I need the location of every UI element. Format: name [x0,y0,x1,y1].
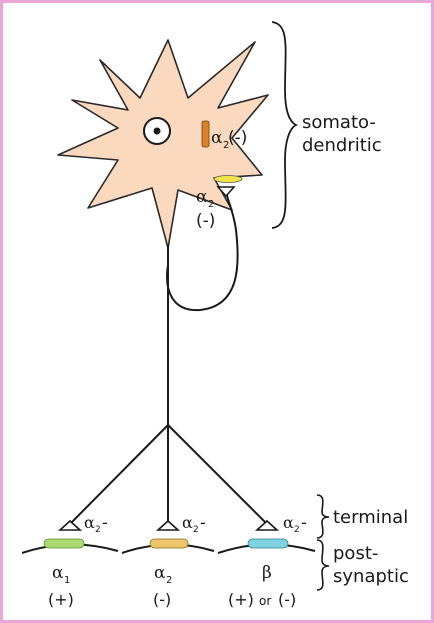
post-beta-sign-minus: (-) [278,590,296,609]
terminal-right [257,521,277,530]
terminal-right-alpha-sub: 2 [294,525,300,535]
somatodendritic-label-line2: dendritic [302,135,382,156]
terminal-label: terminal [333,507,408,528]
terminal-middle-alpha-sub: 2 [193,525,199,535]
terminal-left-alpha-sub: 2 [95,525,101,535]
postsynaptic-alpha1-receptor [44,539,84,548]
terminal-middle-alpha: α [182,513,193,532]
terminal-middle-minus: - [200,513,206,532]
post-alpha2-symbol: α [154,563,166,583]
post-alpha2-subscript: 2 [166,575,172,586]
postsynaptic-alpha2-receptor [150,539,188,548]
post-beta-sign-plus: (+) [228,590,254,609]
post-alpha1-sign: (+) [48,590,74,609]
terminal-left [60,521,80,530]
somatodendritic-alpha2-receptor [202,121,209,147]
nucleolus [154,128,161,135]
postsynaptic-label-line2: synaptic [333,566,409,587]
post-alpha1-subscript: 1 [64,575,70,586]
terminal-left-minus: - [102,513,108,532]
terminal-right-alpha: α [283,513,294,532]
post-beta-symbol: β [262,563,272,583]
terminal-brace [317,495,329,538]
autoreceptor-alpha-subscript: 2 [208,199,214,210]
terminal-right-minus: - [301,513,307,532]
postsynaptic-beta-receptor [248,539,288,548]
post-alpha1-symbol: α [52,563,64,583]
postsynaptic-label-line1: post- [333,543,378,564]
somatodendritic-brace [272,22,296,228]
somatodendritic-sign: (-) [228,128,247,148]
postsynaptic-brace [317,540,329,590]
post-beta-or: or [259,594,271,608]
terminal-middle [158,521,178,530]
terminal-left-alpha: α [84,513,95,532]
axon-branch-right [168,425,267,524]
autoreceptor-sign: (-) [196,211,215,231]
somatodendritic-alpha-symbol: α [211,128,223,148]
axon-branch-left [70,425,168,524]
post-alpha2-sign: (-) [153,590,171,609]
autoreceptor-alpha-symbol: α [196,187,208,207]
autoreceptor-alpha2-pad [214,176,242,183]
somatodendritic-label-line1: somato- [302,112,376,133]
